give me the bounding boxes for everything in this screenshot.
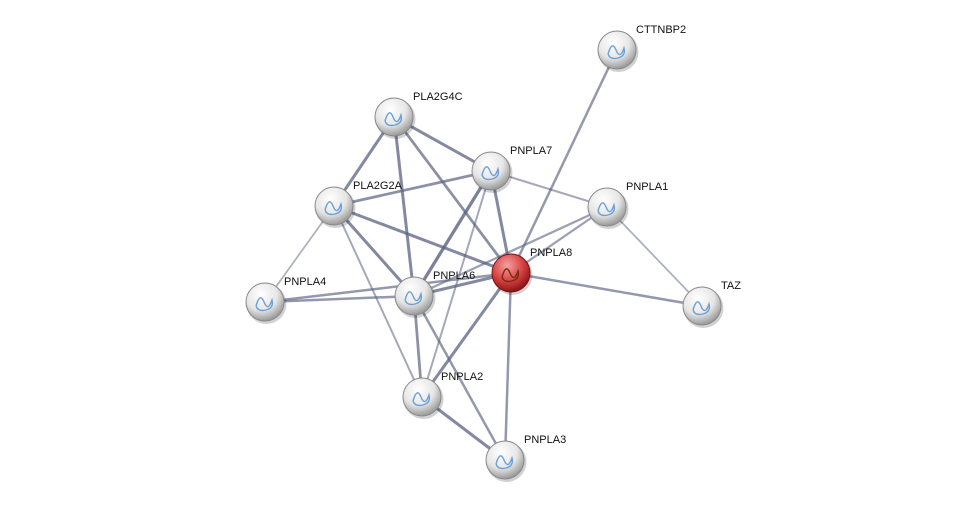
node-circle[interactable] [597, 30, 637, 70]
edge-pnpla8-pnpla2[interactable] [420, 272, 513, 398]
edge-pnpla7-pnpla6[interactable] [412, 170, 493, 297]
node-cttnbp2[interactable]: CTTNBP2 [597, 24, 686, 72]
node-label[interactable]: CTTNBP2 [636, 24, 686, 36]
node-taz[interactable]: TAZ [682, 280, 741, 328]
node-circle[interactable] [587, 187, 627, 227]
edge-pnpla8-pnpla4[interactable] [264, 271, 512, 304]
node-circle[interactable] [491, 253, 531, 293]
edge-pnpla7-pnpla2[interactable] [421, 170, 492, 398]
node-label[interactable]: PNPLA8 [530, 247, 572, 259]
node-label[interactable]: PLA2G4C [413, 91, 463, 103]
node-pnpla3[interactable]: PNPLA3 [485, 434, 566, 482]
edge-pnpla6-pnpla3[interactable] [412, 295, 507, 461]
protein-structure-icon [384, 112, 403, 127]
edge-pla2g2a-pnpla4[interactable] [264, 205, 335, 303]
protein-structure-icon [404, 291, 423, 306]
protein-structure-icon [412, 392, 431, 407]
node-circle[interactable] [485, 440, 525, 480]
node-label[interactable]: PNPLA1 [626, 181, 668, 193]
protein-structure-icon [597, 202, 616, 217]
edge-pnpla4-pnpla6[interactable] [264, 294, 415, 304]
node-label[interactable]: PNPLA4 [284, 276, 326, 288]
edge-pnpla7-pla2g2a[interactable] [333, 169, 492, 208]
node-label[interactable]: PNPLA2 [441, 371, 483, 383]
edge-pla2g2a-pnpla6[interactable] [332, 205, 416, 297]
edge-pnpla1-taz[interactable] [606, 206, 703, 307]
node-circle[interactable] [402, 377, 442, 417]
edge-pla2g4c-pnpla6[interactable] [392, 116, 416, 297]
edge-pla2g4c-pnpla8[interactable] [392, 116, 513, 274]
edge-pnpla8-taz[interactable] [510, 271, 703, 308]
node-label[interactable]: PNPLA7 [510, 145, 552, 157]
edge-pla2g2a-pnpla2[interactable] [333, 205, 423, 398]
node-pnpla6[interactable]: PNPLA6 [394, 270, 475, 318]
node-pla2g2a[interactable]: PLA2G2A [314, 180, 403, 228]
protein-structure-icon [481, 166, 500, 181]
protein-structure-icon [607, 45, 626, 60]
node-label[interactable]: PLA2G2A [353, 180, 403, 192]
node-pnpla1[interactable]: PNPLA1 [587, 181, 668, 229]
edge-cttnbp2-pnpla8[interactable] [509, 49, 619, 274]
node-pnpla7[interactable]: PNPLA7 [471, 145, 552, 193]
node-pla2g4c[interactable]: PLA2G4C [374, 91, 463, 139]
node-circle[interactable] [314, 186, 354, 226]
protein-structure-icon [501, 268, 520, 283]
node-label[interactable]: TAZ [721, 280, 741, 292]
node-pnpla8[interactable]: PNPLA8 [491, 247, 572, 295]
protein-structure-icon [255, 297, 274, 312]
node-pnpla4[interactable]: PNPLA4 [245, 276, 326, 324]
node-circle[interactable] [471, 151, 511, 191]
node-label[interactable]: PNPLA3 [524, 434, 566, 446]
node-circle[interactable] [682, 286, 722, 326]
node-label[interactable]: PNPLA6 [433, 270, 475, 282]
node-circle[interactable] [374, 97, 414, 137]
edge-pnpla8-pnpla3[interactable] [503, 272, 513, 461]
node-circle[interactable] [394, 276, 434, 316]
protein-structure-icon [324, 201, 343, 216]
edge-pla2g2a-pnpla8[interactable] [333, 204, 512, 275]
node-circle[interactable] [245, 282, 285, 322]
node-pnpla2[interactable]: PNPLA2 [402, 371, 483, 419]
protein-structure-icon [495, 455, 514, 470]
edge-pnpla7-pnpla1[interactable] [490, 170, 608, 208]
protein-structure-icon [692, 301, 711, 316]
